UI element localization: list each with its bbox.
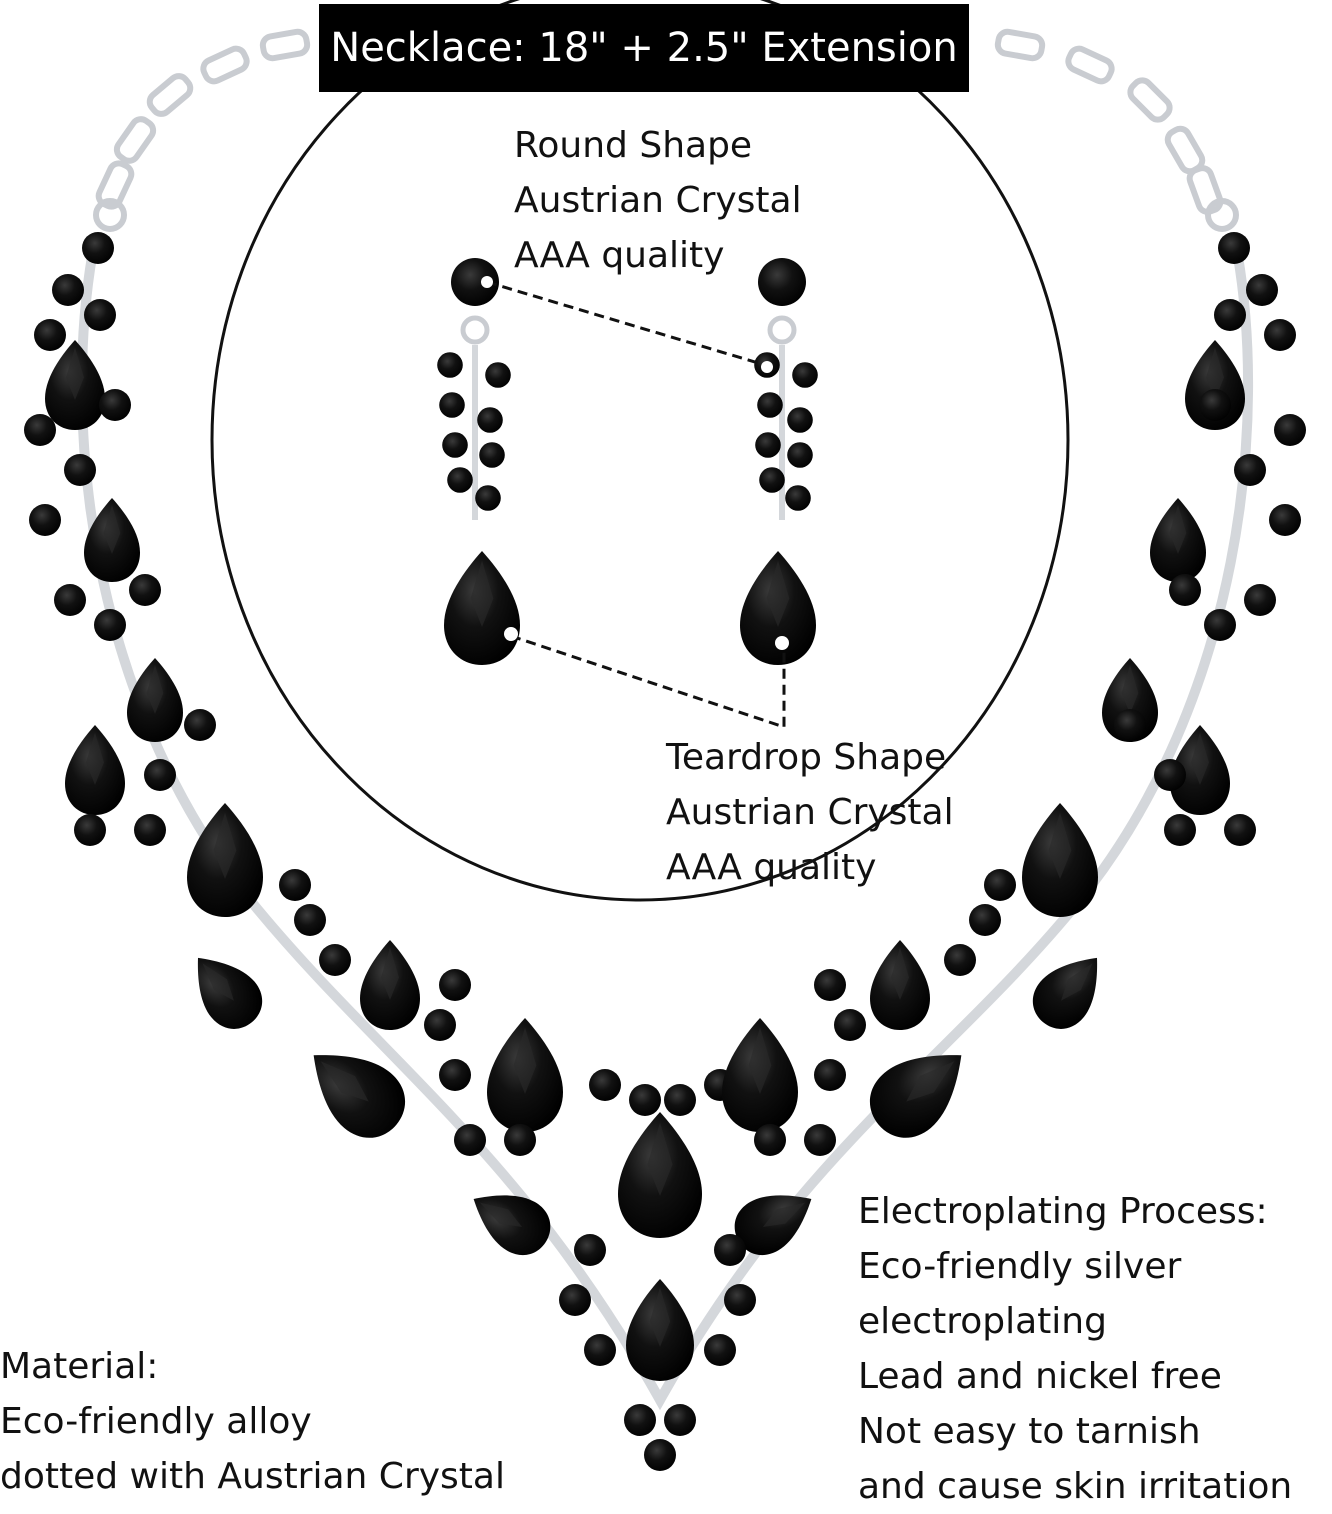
necklace-chain-right [996, 30, 1222, 214]
earring-right [740, 258, 818, 665]
callout-line: Austrian Crystal [666, 792, 954, 833]
callout-line: dotted with Austrian Crystal [0, 1456, 505, 1497]
electroplating-callout: Electroplating Process: Eco-friendly sil… [858, 1184, 1292, 1514]
callout-line: Eco-friendly alloy [0, 1401, 312, 1442]
callout-line: Lead and nickel free [858, 1356, 1222, 1397]
material-callout: Material: Eco-friendly alloy dotted with… [0, 1339, 505, 1504]
round-shape-callout: Round Shape Austrian Crystal AAA quality [514, 118, 802, 283]
callout-line: electroplating [858, 1301, 1107, 1342]
callout-line: AAA quality [666, 847, 877, 888]
callout-line: Austrian Crystal [514, 180, 802, 221]
earring-frame-oval [210, 0, 1070, 902]
round-shape-pointer [486, 280, 766, 367]
callout-line: Round Shape [514, 125, 753, 166]
callout-line: Electroplating Process: [858, 1191, 1268, 1232]
callout-line: Eco-friendly silver [858, 1246, 1182, 1287]
callout-line: Not easy to tarnish [858, 1411, 1201, 1452]
earring-left [437, 258, 520, 665]
callout-line: AAA quality [514, 235, 725, 276]
callout-line: Material: [0, 1346, 159, 1387]
necklace-length-title: Necklace: 18" + 2.5" Extension [319, 4, 969, 92]
teardrop-shape-callout: Teardrop Shape Austrian Crystal AAA qual… [666, 730, 954, 895]
teardrop-shape-pointer [510, 634, 786, 730]
callout-line: and cause skin irritation [858, 1466, 1293, 1507]
necklace-frame [77, 239, 1253, 1411]
necklace-chain-left [96, 30, 309, 209]
callout-line: Teardrop Shape [666, 737, 947, 778]
